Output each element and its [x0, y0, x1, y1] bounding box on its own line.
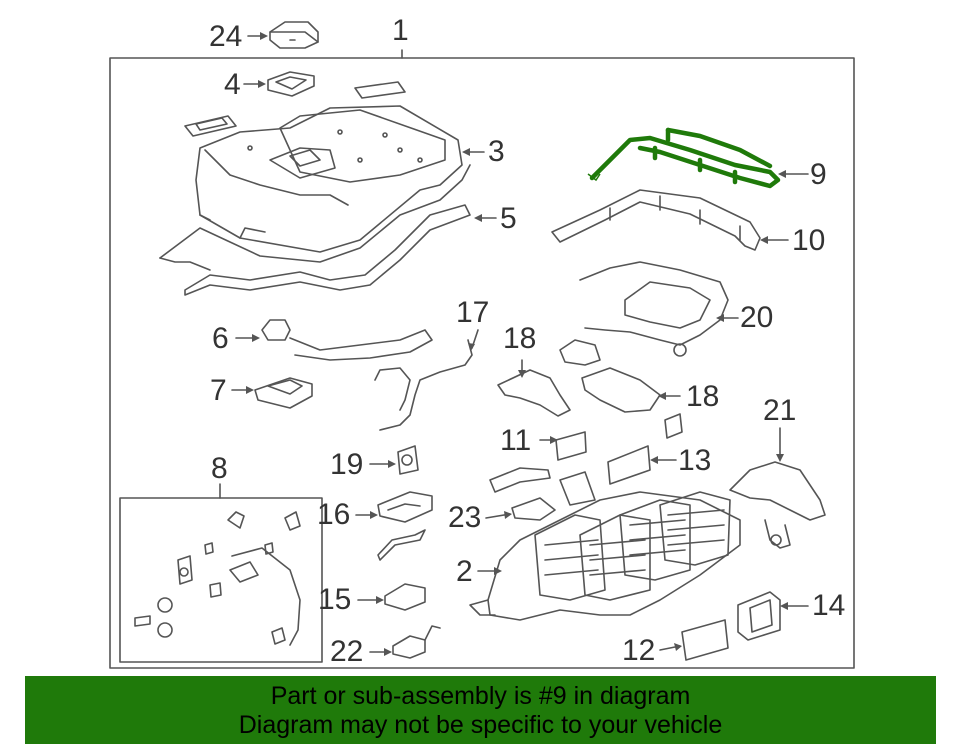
part-14-shape [737, 591, 781, 641]
part-19-shape [397, 445, 419, 475]
callout-12: 12 [622, 634, 656, 667]
banner-line-2: Diagram may not be specific to your vehi… [238, 711, 723, 739]
leader-arrowheads [246, 32, 788, 656]
callout-17: 17 [456, 296, 490, 329]
inset-frame-part-8 [119, 497, 323, 663]
callout-14: 14 [812, 589, 846, 622]
callout-22: 22 [330, 635, 364, 668]
part-9-highlighted [589, 127, 781, 189]
part-18-shape [497, 367, 661, 417]
part-21-shape [729, 461, 826, 549]
callout-7: 7 [210, 374, 227, 407]
part-17-shape [374, 339, 473, 431]
part-16-shape [377, 491, 433, 523]
callout-11: 11 [500, 424, 532, 457]
info-banner: Part or sub-assembly is #9 in diagram Di… [25, 676, 936, 744]
part-20-shape [559, 261, 729, 366]
part-11-shape [555, 431, 587, 461]
part-10-shape [551, 189, 761, 251]
callout-4: 4 [224, 68, 241, 101]
part-3-shape [159, 105, 471, 271]
part-5-shape [184, 204, 471, 296]
callout-18-right: 18 [686, 380, 720, 413]
part-7-shape [254, 377, 313, 409]
part-4-shape [267, 71, 315, 97]
part-23-shape [511, 497, 556, 521]
callout-6: 6 [212, 322, 229, 355]
part-13-shape [607, 445, 651, 485]
callout-8: 8 [211, 452, 228, 485]
callout-9: 9 [810, 158, 827, 191]
callout-10: 10 [792, 224, 826, 257]
part-24-shape [269, 21, 319, 49]
part-22-shape [392, 625, 441, 659]
part-6-shape [261, 319, 433, 361]
callout-3: 3 [488, 135, 505, 168]
part-8-shapes [134, 511, 301, 646]
callout-19: 19 [330, 448, 364, 481]
callout-13: 13 [678, 444, 712, 477]
part-2-shape [469, 491, 741, 621]
diagram-frame [109, 57, 855, 669]
callout-1: 1 [392, 14, 409, 47]
callout-2: 2 [456, 555, 473, 588]
banner-line-1: Part or sub-assembly is #9 in diagram [270, 682, 691, 710]
callout-24: 24 [209, 20, 243, 53]
part-15-shape [384, 583, 426, 611]
callout-20: 20 [740, 301, 774, 334]
callout-23: 23 [448, 501, 482, 534]
callout-5: 5 [500, 202, 517, 235]
callout-18-left: 18 [503, 322, 537, 355]
callout-15: 15 [318, 583, 352, 616]
callout-16: 16 [317, 498, 351, 531]
part-12-shape [681, 619, 729, 661]
callout-21: 21 [763, 394, 797, 427]
